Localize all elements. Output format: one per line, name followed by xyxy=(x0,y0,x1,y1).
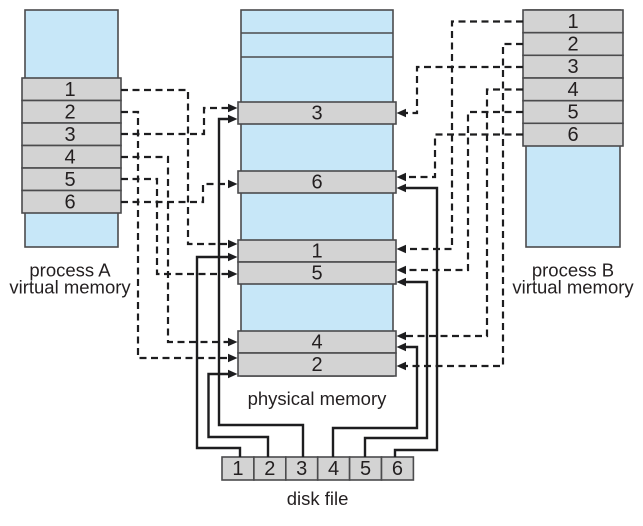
mapping-line-b6-to-frame6 xyxy=(396,133,523,182)
process-a-column: 1 2 3 4 5 6 process A virtual memory xyxy=(9,9,131,298)
disk-block-label: 2 xyxy=(264,458,275,480)
process-b-caption-line1: process B xyxy=(532,260,614,281)
mapping-line-a4-to-frame4 xyxy=(121,155,238,347)
process-a-page-label: 2 xyxy=(64,102,75,124)
disk-block-label: 5 xyxy=(360,458,371,480)
disk-line-block5-to-frame5 xyxy=(363,277,429,457)
disk-block-label: 4 xyxy=(328,458,339,480)
disk-line-block2-to-frame2 xyxy=(207,369,270,457)
process-b-mapping-lines xyxy=(396,20,523,371)
disk-line-block1-to-frame1 xyxy=(195,252,242,457)
mapping-line-b4-to-frame4 xyxy=(396,88,523,341)
process-a-mapping-lines xyxy=(121,88,238,363)
process-a-caption-line2: virtual memory xyxy=(9,277,131,298)
mapping-line-a3-to-frame3 xyxy=(121,103,238,136)
disk-block-label: 6 xyxy=(392,458,403,480)
physical-frame-label: 1 xyxy=(311,241,322,263)
process-a-page-label: 6 xyxy=(64,192,75,214)
process-b-page-label: 6 xyxy=(567,124,578,146)
process-b-column: 1 2 3 4 5 6 process B virtual memory xyxy=(512,9,634,298)
physical-frame-label: 5 xyxy=(311,263,322,285)
physical-frame-label: 2 xyxy=(311,354,322,376)
process-b-caption-line2: virtual memory xyxy=(512,277,634,298)
disk-line-block4-to-frame4 xyxy=(331,342,419,457)
mapping-line-a1-to-frame1 xyxy=(121,88,238,249)
physical-frame-label: 6 xyxy=(311,172,322,194)
physical-frame-label: 3 xyxy=(311,103,322,125)
disk-mapping-lines xyxy=(195,114,439,457)
mapping-line-b3-to-frame3 xyxy=(396,65,523,118)
disk-block-cell xyxy=(380,456,415,481)
physical-frame-row xyxy=(237,352,397,377)
disk-line-block3-to-frame3 xyxy=(217,114,305,457)
process-b-page-label: 2 xyxy=(567,34,578,56)
physical-frame-label: 4 xyxy=(311,332,322,354)
process-a-page-label: 3 xyxy=(64,124,75,146)
physical-frame-row xyxy=(237,170,397,194)
disk-file: 1 2 3 4 5 6 disk file xyxy=(221,456,415,509)
mapping-line-a5-to-frame5 xyxy=(121,177,238,279)
process-b-page-label: 1 xyxy=(567,11,578,33)
disk-file-caption: disk file xyxy=(287,488,349,509)
process-a-page-label: 1 xyxy=(64,79,75,101)
process-a-page-label: 4 xyxy=(64,147,75,169)
physical-frame-row xyxy=(237,101,397,125)
disk-block-label: 1 xyxy=(232,458,243,480)
mapping-line-b2-to-frame2 xyxy=(396,42,523,371)
process-a-caption-line1: process A xyxy=(29,260,111,281)
process-b-page-label: 3 xyxy=(567,56,578,78)
process-a-page-label: 5 xyxy=(64,169,75,191)
disk-block-label: 3 xyxy=(296,458,307,480)
mapping-line-b5-to-frame5 xyxy=(396,110,523,275)
physical-memory-column: 3 6 1 5 4 2 physical memory xyxy=(237,9,397,409)
mapping-line-a2-to-frame2 xyxy=(121,110,238,363)
mapping-line-a6-to-frame6 xyxy=(121,179,238,204)
disk-line-block6-to-frame6 xyxy=(393,183,439,457)
process-b-page-label: 5 xyxy=(567,102,578,124)
process-b-page-label: 4 xyxy=(567,79,578,101)
physical-memory-caption: physical memory xyxy=(248,388,388,409)
physical-frame-row xyxy=(237,261,397,285)
